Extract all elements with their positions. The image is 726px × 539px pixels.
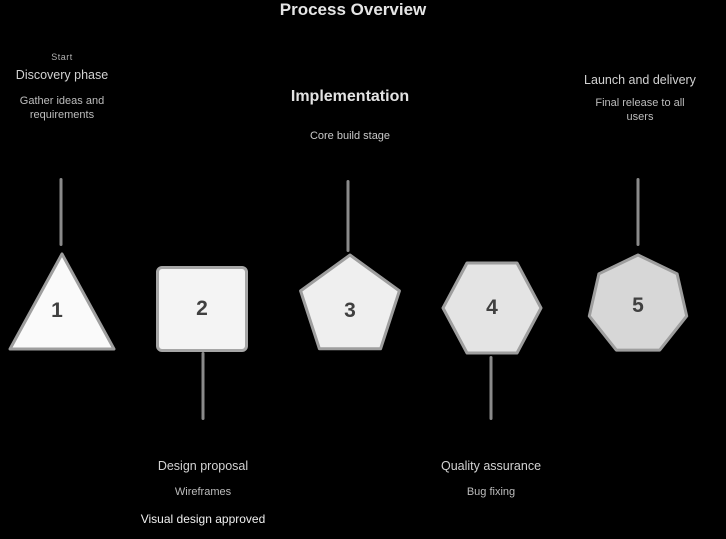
step2-connector-line <box>201 352 205 420</box>
step1-kicker: Start <box>51 52 73 62</box>
diagram-title: Process Overview <box>279 0 427 19</box>
triangle-shape <box>8 252 116 351</box>
step2-title: Design proposal <box>157 459 249 473</box>
step3-number: 3 <box>344 299 356 322</box>
step1-title: Discovery phase <box>15 68 109 82</box>
heptagon-shape <box>587 253 689 352</box>
step1-label: Start Discovery phase Gather ideas and r… <box>0 52 172 122</box>
step3-label: Implementation Core build stage <box>240 88 460 142</box>
step2-desc-line2: Visual design approved <box>140 512 266 526</box>
step5-desc-line2: users <box>626 111 654 123</box>
step1-number: 1 <box>51 299 63 322</box>
hexagon-shape <box>441 261 543 355</box>
step1-desc-line2: requirements <box>29 109 95 121</box>
step5-title: Launch and delivery <box>584 73 696 87</box>
step5-desc-line1: Final release to all <box>595 97 685 109</box>
step4-label: Quality assurance Bug fixing <box>381 459 601 499</box>
square-shape <box>156 266 248 352</box>
step5-connector-line <box>636 178 640 246</box>
step2-number: 2 <box>196 297 208 320</box>
step3-subheading: Core build stage <box>309 130 391 142</box>
pentagon-shape <box>299 253 401 351</box>
step2-desc-line1: Wireframes <box>174 486 232 498</box>
step2-label: Design proposal Wireframes Visual design… <box>93 459 313 526</box>
step5-label: Launch and delivery Final release to all… <box>530 73 726 124</box>
step4-connector-line <box>489 356 493 420</box>
step5-number: 5 <box>632 294 644 317</box>
step4-number: 4 <box>486 296 498 319</box>
step4-title: Quality assurance <box>440 459 542 473</box>
step4-desc-line1: Bug fixing <box>466 486 516 498</box>
step1-connector-line <box>59 178 63 246</box>
step3-heading: Implementation <box>290 88 410 105</box>
step3-connector-line <box>346 180 350 252</box>
step1-desc-line1: Gather ideas and <box>19 95 105 107</box>
